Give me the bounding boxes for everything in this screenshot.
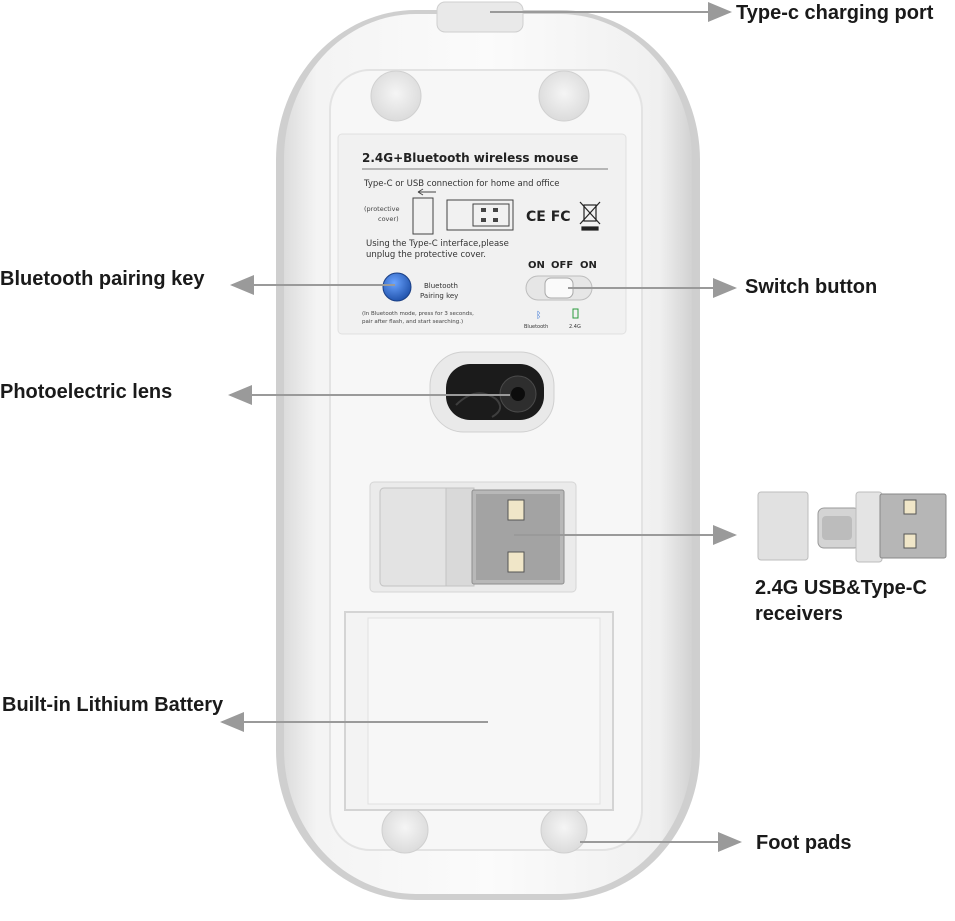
svg-text:(In Bluetooth mode, press for: (In Bluetooth mode, press for 3 seconds, (362, 311, 474, 317)
svg-text:OFF: OFF (551, 260, 573, 271)
svg-text:2.4G: 2.4G (569, 324, 581, 330)
svg-text:Using the Type-C interface,ple: Using the Type-C interface,please (366, 239, 509, 249)
usb-receiver-icon (446, 199, 514, 231)
sticker-title: 2.4G+Bluetooth wireless mouse (362, 151, 578, 165)
svg-text:(protective: (protective (364, 205, 400, 213)
callout-receivers: 2.4G USB&Type-C receivers (755, 575, 955, 627)
label-sticker: 2.4G+Bluetooth wireless mouse Type-C or … (337, 133, 627, 335)
callout-charging-port: Type-c charging port (736, 2, 934, 24)
callout-receivers-line1: 2.4G USB&Type-C (755, 577, 927, 599)
usb-receiver (879, 493, 947, 559)
foot-pad (540, 806, 588, 854)
protective-cover-icon (412, 197, 434, 235)
svg-text:ON: ON (580, 260, 597, 271)
svg-text:Bluetooth: Bluetooth (524, 324, 548, 330)
callout-pairing-key: Bluetooth pairing key (0, 268, 205, 290)
svg-text:ON: ON (528, 260, 545, 271)
svg-text:pair after flash, and start se: pair after flash, and start searching.) (362, 319, 463, 325)
foot-pads (370, 70, 590, 854)
foot-pad (381, 806, 429, 854)
callout-battery: Built-in Lithium Battery (2, 694, 224, 716)
callout-lens: Photoelectric lens (0, 381, 173, 403)
separate-receivers (757, 491, 947, 563)
callout-arrows (220, 2, 742, 852)
receiver-bay (369, 481, 577, 593)
bluetooth-pairing-button (382, 272, 412, 302)
foot-pad (538, 70, 590, 122)
foot-pad (370, 70, 422, 122)
cert-marks: CE FC (526, 209, 571, 225)
callout-foot-pads: Foot pads (756, 832, 852, 854)
battery-symbol-icon (572, 308, 579, 319)
optical-lens (429, 351, 555, 433)
sticker-subtitle: Type-C or USB connection for home and of… (363, 179, 560, 189)
receiver-cap (757, 491, 809, 561)
type-c-port (436, 1, 524, 33)
callout-switch-button: Switch button (745, 276, 878, 298)
svg-text:cover): cover) (378, 215, 399, 223)
weee-icon (579, 201, 601, 231)
bluetooth-symbol-icon: ᛒ (536, 310, 541, 321)
svg-text:unplug the protective cover.: unplug the protective cover. (366, 250, 486, 260)
callout-receivers-line2: receivers (755, 603, 843, 625)
svg-text:Pairing key: Pairing key (420, 292, 458, 300)
svg-text:Bluetooth: Bluetooth (424, 282, 458, 290)
